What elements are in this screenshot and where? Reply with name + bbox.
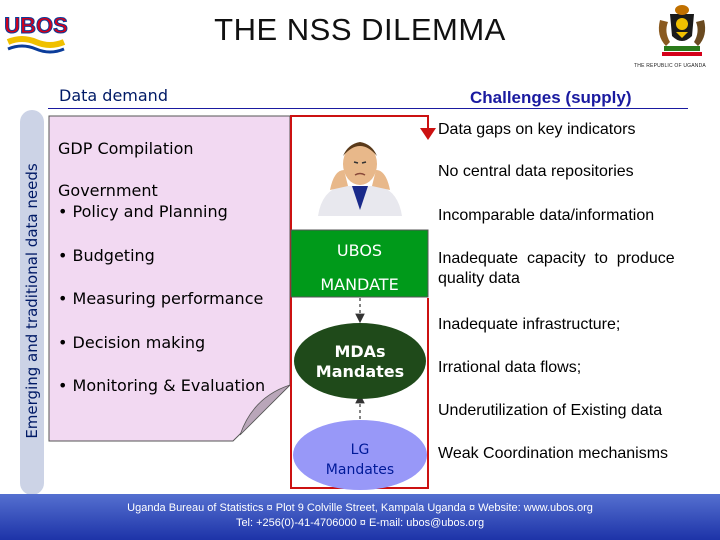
challenge-incomparable-data: Incomparable data/information xyxy=(438,207,655,224)
ubos-logo: UBOS xyxy=(4,6,68,56)
challenge-weak-coordination: Weak Coordination mechanisms xyxy=(438,445,669,462)
footer-bar: Uganda Bureau of Statistics ¤ Plot 9 Col… xyxy=(0,494,720,540)
red-arrow-head xyxy=(420,128,436,140)
footer-address: Uganda Bureau of Statistics ¤ Plot 9 Col… xyxy=(127,502,593,514)
mdas-mandates-label: Mandates xyxy=(315,362,405,381)
coat-of-arms-icon xyxy=(658,5,706,56)
challenge-data-flows: Irrational data flows; xyxy=(438,359,582,376)
demand-item-measuring: • Measuring performance xyxy=(58,289,264,308)
heading-rule xyxy=(48,108,688,109)
demand-item-budgeting: • Budgeting xyxy=(58,246,155,265)
lg-mandates-oval xyxy=(293,420,427,490)
demand-box xyxy=(48,115,291,442)
footer-contact: Tel: +256(0)-41-4706000 ¤ E-mail: ubos@u… xyxy=(235,517,485,529)
stressed-person-icon xyxy=(312,130,408,216)
logo-text: UBOS xyxy=(4,13,68,38)
page-title: THE NSS DILEMMA xyxy=(214,12,506,47)
demand-item-monitoring: • Monitoring & Evaluation xyxy=(58,376,266,395)
demand-item-decision: • Decision making xyxy=(58,333,206,352)
challenge-infrastructure: Inadequate infrastructure; xyxy=(438,316,621,333)
challenge-no-repositories: No central data repositories xyxy=(438,163,634,180)
lg-mandates-label: Mandates xyxy=(325,462,395,478)
demand-item-policy: • Policy and Planning xyxy=(58,202,228,221)
challenge-capacity-line2: quality data xyxy=(438,270,520,287)
mdas-mandates-oval xyxy=(294,323,426,399)
mdas-label: MDAs xyxy=(334,342,386,361)
side-bar xyxy=(20,110,44,495)
ubos-label: UBOS xyxy=(336,241,383,260)
challenge-underutilization: Underutilization of Existing data xyxy=(438,402,663,419)
data-demand-heading: Data demand xyxy=(59,86,168,105)
red-connector-arrow xyxy=(290,115,429,489)
gdp-compilation: GDP Compilation xyxy=(58,139,194,158)
government-heading: Government xyxy=(58,181,158,200)
ubos-mandate-label: MANDATE xyxy=(320,275,399,294)
lg-label: LG xyxy=(350,442,370,458)
ubos-mandate-box xyxy=(290,229,429,298)
challenges-heading: Challenges (supply) xyxy=(470,88,632,107)
challenge-data-gaps: Data gaps on key indicators xyxy=(438,121,636,138)
coat-of-arms-caption: THE REPUBLIC OF UGANDA xyxy=(634,63,706,69)
challenge-capacity-line1: Inadequate capacity to produce xyxy=(438,250,675,267)
